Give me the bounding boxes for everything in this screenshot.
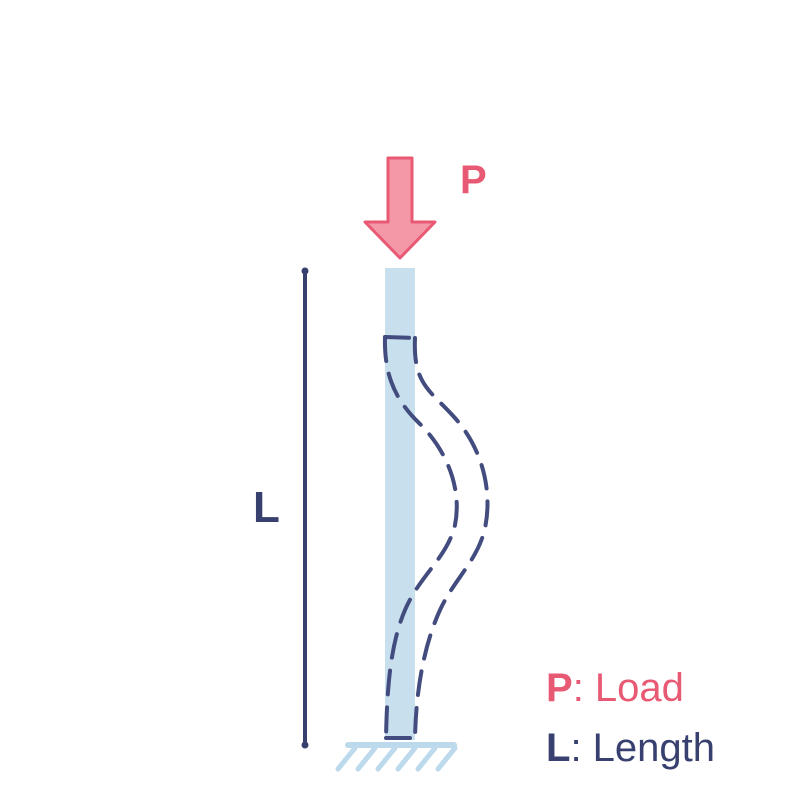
legend: P: Load L: Length [546,666,715,770]
legend-separator-length: : [570,726,581,770]
legend-symbol-length: L [546,726,570,770]
fixed-support-icon [335,742,458,772]
legend-item-load: P: Load [546,666,684,710]
length-dimension-line [301,267,309,749]
legend-item-length: L: Length [546,726,715,770]
legend-text-load: Load [584,666,684,710]
length-label: L [253,483,280,532]
buckled-shape [382,335,490,740]
legend-symbol-load: P [546,666,573,710]
load-arrow-icon [363,156,437,260]
legend-separator-load: : [573,666,584,710]
buckled-shape-right-edge [412,336,490,740]
column [385,268,415,740]
buckled-shape-left-edge [382,335,459,740]
legend-text-length: Length [582,726,715,770]
load-label: P [460,158,487,202]
buckled-shape-top [383,335,417,340]
